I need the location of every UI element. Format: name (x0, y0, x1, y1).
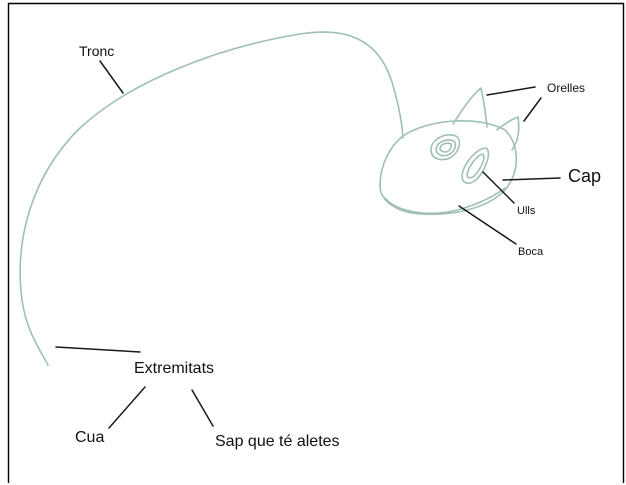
leader-extremitats (55, 346, 141, 353)
label-cap: Cap (568, 166, 601, 186)
leader-ulls (482, 171, 515, 204)
leader-boca (458, 205, 517, 245)
eye-left-inner (439, 142, 453, 153)
leader-cua (108, 386, 146, 429)
label-tronc: Tronc (79, 43, 114, 59)
leader-cap (502, 177, 561, 181)
label-orelles: Orelles (547, 81, 585, 95)
ear-left (452, 87, 488, 128)
label-ulls: Ulls (517, 205, 536, 217)
ear-right (496, 116, 520, 151)
label-extremitats: Extremitats (134, 360, 214, 377)
head-outline (379, 120, 517, 216)
figure-frame (7, 2, 625, 483)
eye-left-mid (435, 139, 457, 157)
leader-lines (55, 60, 561, 429)
head-lower-stroke (384, 187, 506, 215)
label-boca: Boca (518, 246, 544, 258)
leader-orelles-left (486, 86, 536, 96)
sketch-drawing (19, 31, 520, 366)
eye-right-outer (461, 147, 490, 185)
leader-aletes (191, 389, 214, 427)
eye-left-outer (430, 134, 461, 161)
leader-tronc (99, 60, 124, 94)
label-cua: Cua (75, 429, 104, 446)
trunk-line (19, 31, 404, 366)
leader-orelles-right (523, 97, 542, 122)
label-sap-que-te-aletes: Sap que té aletes (215, 433, 340, 450)
eye-right-inner (466, 153, 485, 179)
